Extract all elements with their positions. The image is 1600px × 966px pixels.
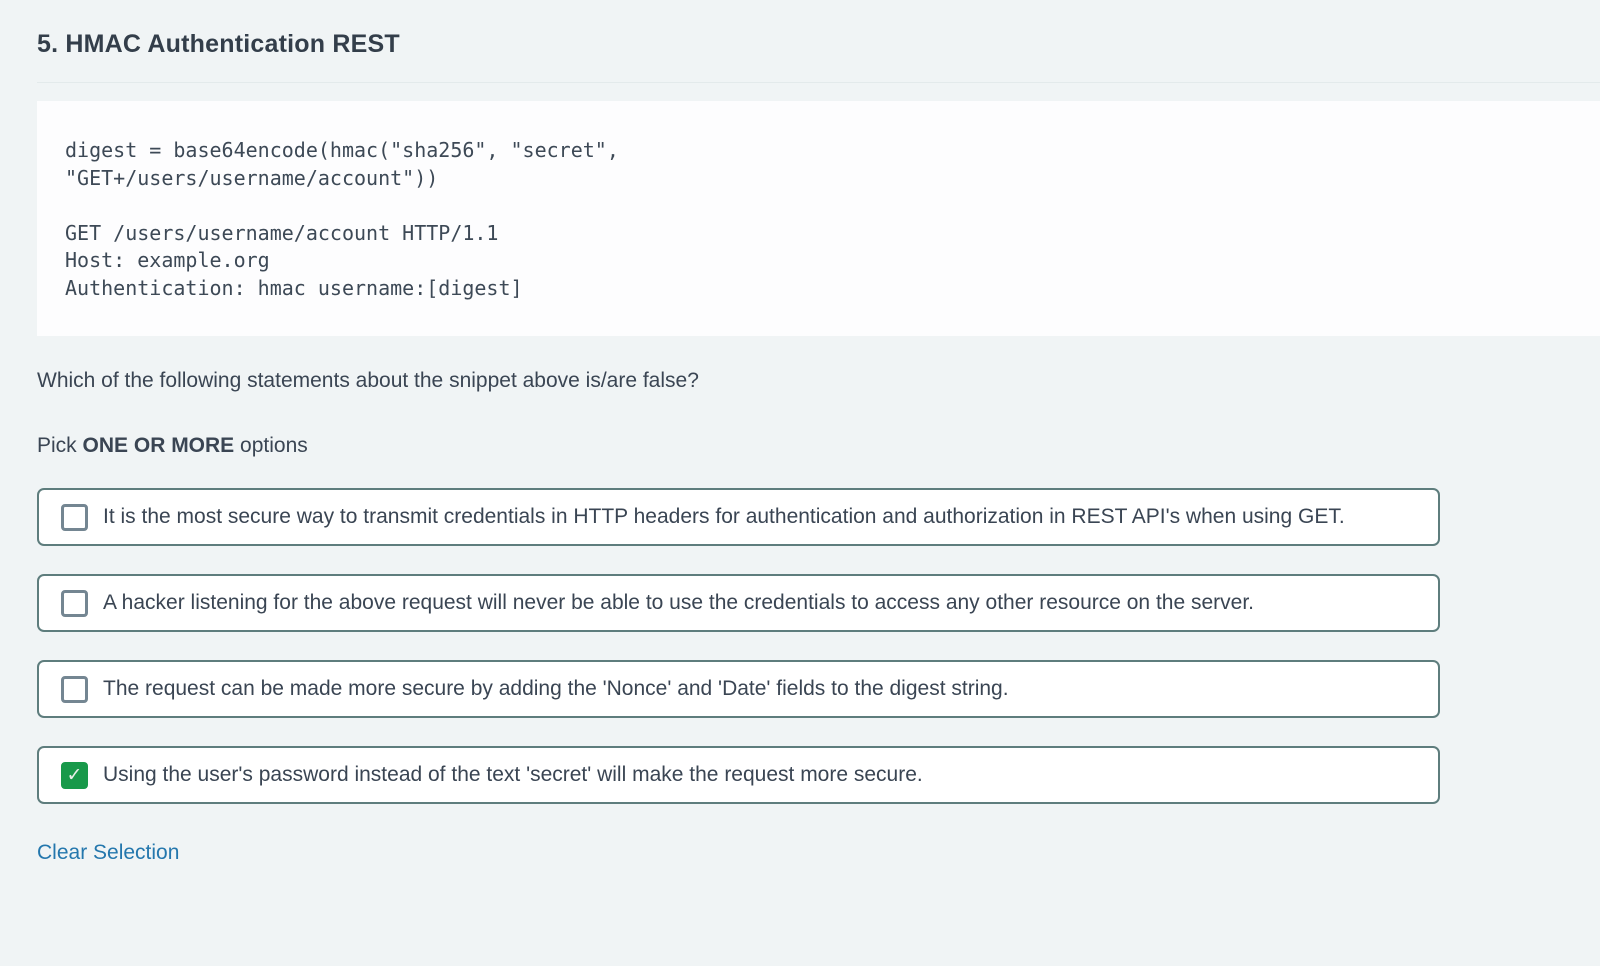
clear-selection-link[interactable]: Clear Selection [37,841,180,864]
option-row[interactable]: ✓ A hacker listening for the above reque… [37,574,1440,632]
option-row[interactable]: ✓ Using the user's password instead of t… [37,746,1440,804]
option-label: Using the user's password instead of the… [103,763,923,786]
checkbox-checked[interactable]: ✓ [61,761,88,789]
code-snippet: digest = base64encode(hmac("sha256", "se… [65,138,619,300]
pick-emphasis: ONE OR MORE [82,434,235,457]
option-label: A hacker listening for the above request… [103,591,1254,614]
pick-prefix: Pick [37,434,83,457]
checkbox-unchecked[interactable]: ✓ [61,503,88,531]
pick-instruction: Pick ONE OR MORE options [37,434,1600,458]
pick-suffix: options [234,434,308,457]
title-divider [37,82,1600,83]
code-snippet-panel: digest = base64encode(hmac("sha256", "se… [37,101,1600,336]
option-label: It is the most secure way to transmit cr… [103,505,1345,528]
checkmark-icon: ✓ [66,764,83,786]
option-row[interactable]: ✓ It is the most secure way to transmit … [37,488,1440,546]
option-row[interactable]: ✓ The request can be made more secure by… [37,660,1440,718]
question-title: 5. HMAC Authentication REST [37,30,400,58]
question-prompt: Which of the following statements about … [37,369,699,392]
option-label: The request can be made more secure by a… [103,677,1009,700]
checkbox-unchecked[interactable]: ✓ [61,589,88,617]
options-list: ✓ It is the most secure way to transmit … [37,488,1440,804]
checkbox-unchecked[interactable]: ✓ [61,675,88,703]
